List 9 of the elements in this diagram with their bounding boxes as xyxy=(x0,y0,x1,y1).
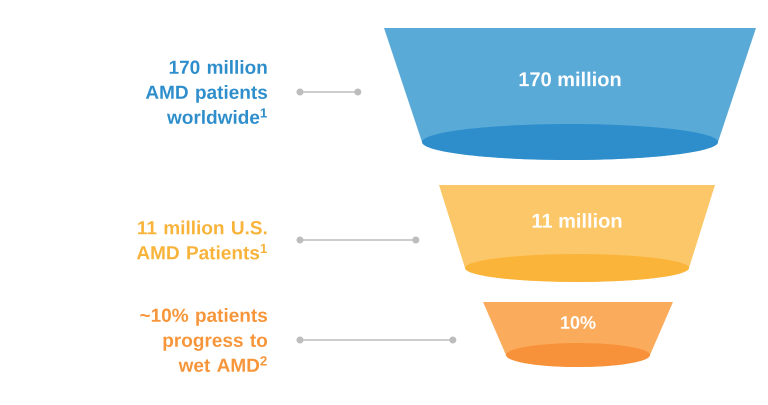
stat-label: 11 million U.S. AMD Patients$^{1}$ xyxy=(136,220,267,260)
connector-line xyxy=(296,336,456,344)
funnel-stage: 170 million xyxy=(384,28,756,160)
stat-label: ~10% patients progress to wet AMD$^{2}$ xyxy=(140,308,268,372)
funnel-stage: 11 million xyxy=(439,185,715,282)
connector-line xyxy=(296,88,362,96)
funnel-stage: 10% xyxy=(483,302,673,367)
connector-line xyxy=(296,236,420,244)
stat-label: 170 million AMD patients worldwide$^{1}$ xyxy=(146,60,268,124)
